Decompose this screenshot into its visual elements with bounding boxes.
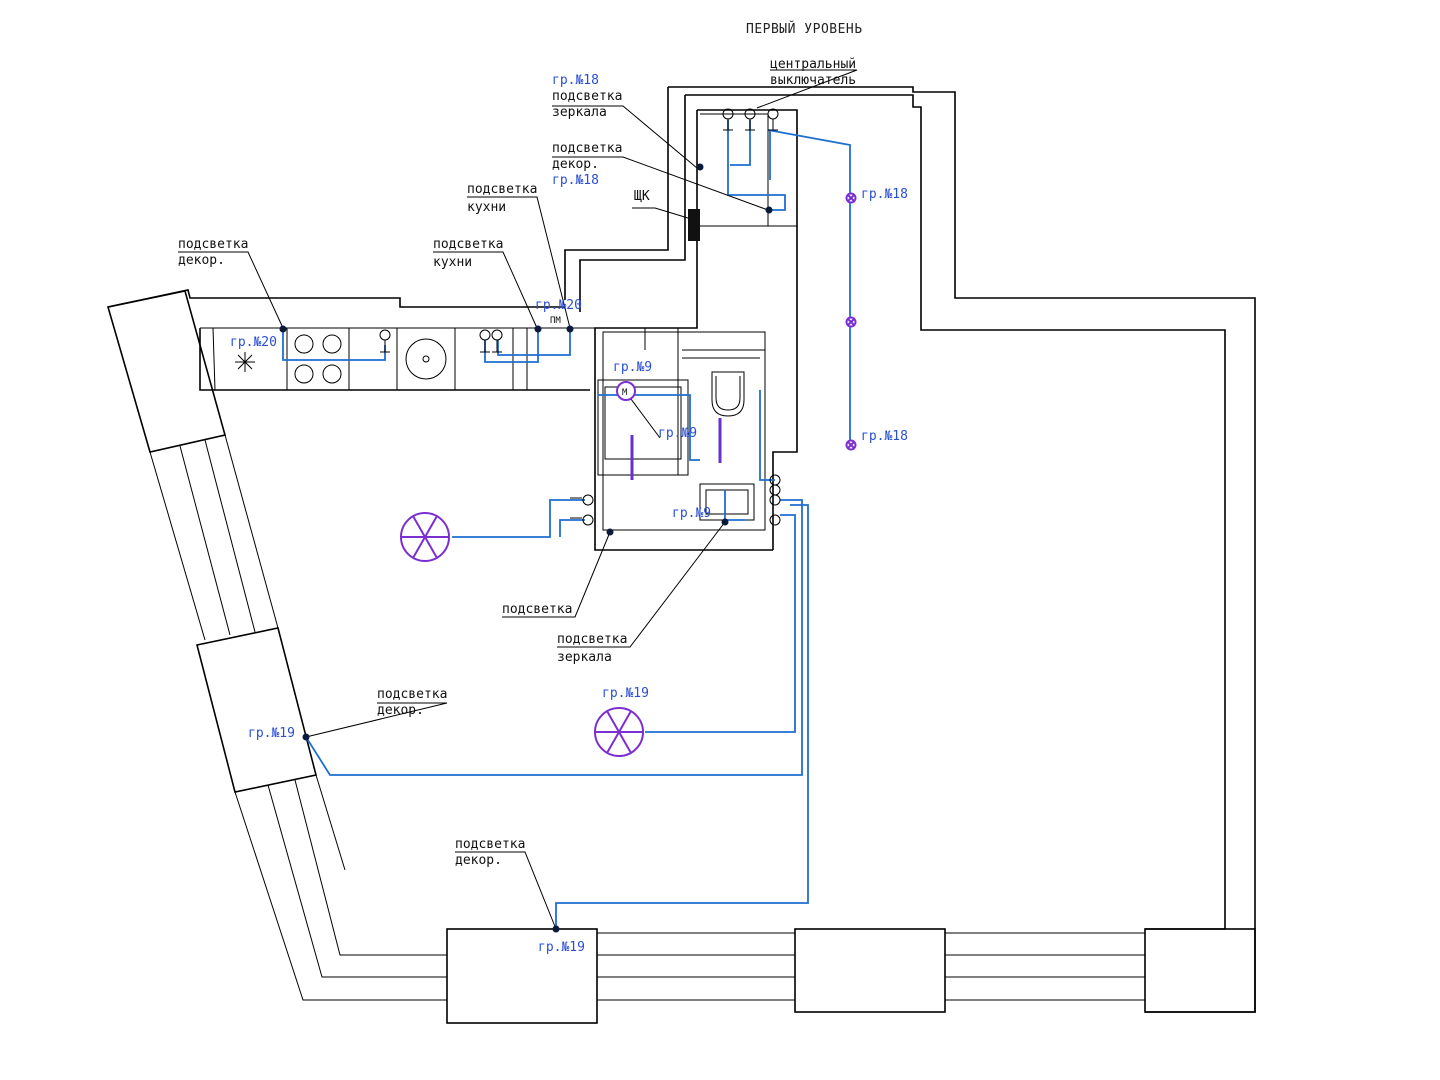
pm-label: ПМ xyxy=(550,316,561,326)
decor-light-label-2: декор. xyxy=(552,157,599,172)
group-label: гр.№9 xyxy=(672,506,711,521)
devices: М xyxy=(235,108,857,933)
fan-label: М xyxy=(622,388,628,398)
star-icon xyxy=(235,352,255,372)
mirror-light-label: подсветка xyxy=(552,89,622,104)
kitchen-light-label-2: кухни xyxy=(467,200,506,215)
kitchen-light-label: подсветка xyxy=(467,182,537,197)
bath-switch-icon xyxy=(570,474,781,526)
central-switch-icon xyxy=(722,108,779,131)
ceiling-light-icon xyxy=(845,192,857,451)
central-switch-label: центральный xyxy=(770,57,856,72)
group-label: гр.№20 xyxy=(535,298,582,313)
group-label: гр.№18 xyxy=(552,173,599,188)
pendant-lamp-icon xyxy=(594,707,644,757)
mirror-light-label-2: зеркала xyxy=(557,650,612,665)
decor-light-label: подсветка xyxy=(552,141,622,156)
bath-light-label: подсветка xyxy=(502,602,572,617)
decor-light-label-2: декор. xyxy=(377,703,424,718)
plan-title: ПЕРВЫЙ УРОВЕНЬ xyxy=(746,21,863,37)
decor-light-label: подсветка xyxy=(377,687,447,702)
fan-icon xyxy=(616,381,636,401)
decor-light-label-2: декор. xyxy=(455,853,502,868)
labels: центральный выключатель гр.№18 подсветка… xyxy=(178,57,908,955)
mirror-light-label: подсветка xyxy=(557,632,627,647)
group-label: гр.№18 xyxy=(861,429,908,444)
group-label: гр.№9 xyxy=(658,426,697,441)
mirror-light-label-2: зеркала xyxy=(552,105,607,120)
group-label: гр.№18 xyxy=(552,73,599,88)
kitchen-light-label: подсветка xyxy=(433,237,503,252)
pendant-lamp-icon xyxy=(400,512,450,562)
socket-icon xyxy=(379,329,503,353)
group-label: гр.№9 xyxy=(613,360,652,375)
group-label: гр.№19 xyxy=(602,686,649,701)
group-label: гр.№19 xyxy=(248,726,295,741)
panel-icon xyxy=(688,209,700,241)
decor-light-label: подсветка xyxy=(455,837,525,852)
walls xyxy=(106,86,1256,1024)
decor-light-label: подсветка xyxy=(178,237,248,252)
group-label: гр.№18 xyxy=(861,187,908,202)
group-label: гр.№19 xyxy=(538,940,585,955)
leaders xyxy=(178,69,858,930)
decor-light-label-2: декор. xyxy=(178,253,225,268)
panel-label: ЩК xyxy=(634,189,650,204)
group-label: гр.№20 xyxy=(230,335,277,350)
kitchen-light-label-2: кухни xyxy=(433,255,472,270)
central-switch-label-2: выключатель xyxy=(770,73,856,88)
